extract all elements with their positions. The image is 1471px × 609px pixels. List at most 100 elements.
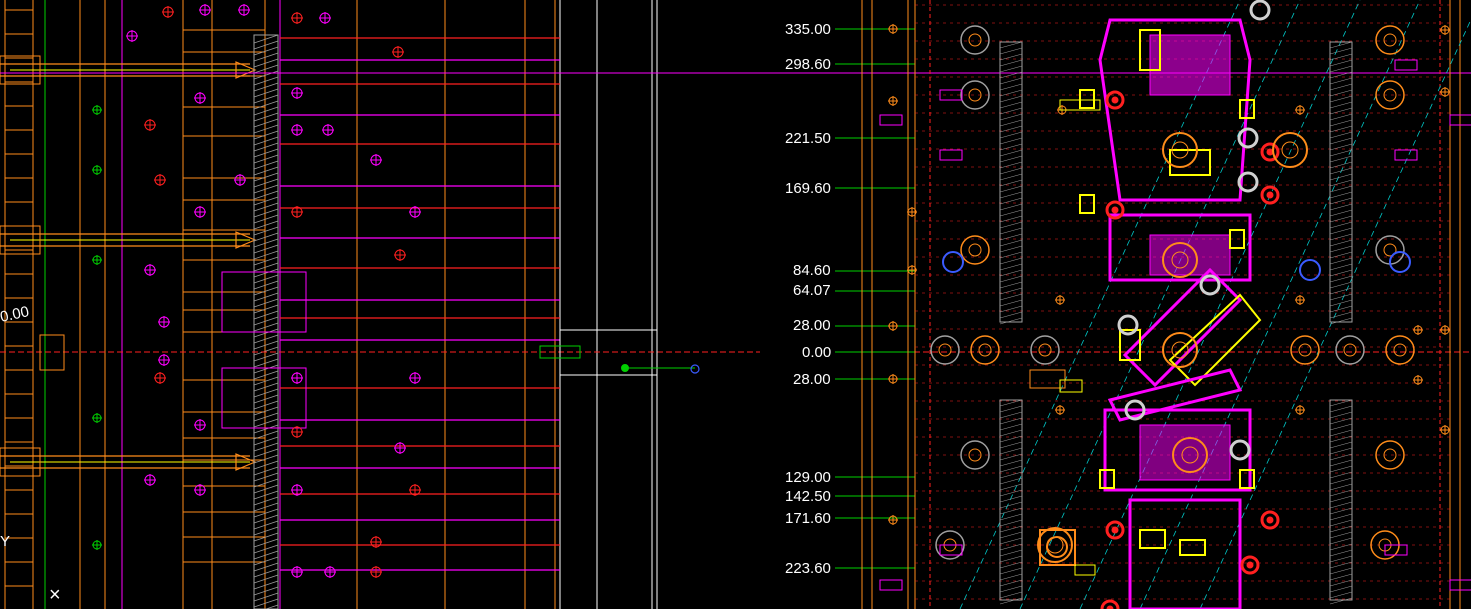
rail-hatch — [1329, 257, 1353, 265]
dimension-label[interactable]: 223.60 — [785, 560, 831, 577]
rail-hatch — [999, 203, 1023, 211]
dimension-label[interactable]: 335.00 — [785, 21, 831, 38]
red-pin — [1105, 90, 1125, 110]
hatch-line — [253, 598, 279, 608]
insert-block — [1139, 529, 1166, 549]
dimension-label[interactable]: 169.60 — [785, 180, 831, 197]
rail-hatch — [1329, 191, 1353, 199]
cavity-pocket — [221, 367, 307, 429]
dimension-label[interactable]: 0.00 — [802, 344, 832, 361]
hatch-line — [253, 322, 279, 332]
hatch-line — [253, 202, 279, 212]
rail-hatch — [1329, 95, 1353, 103]
rail-hatch — [999, 287, 1023, 295]
hatch-line — [253, 136, 279, 146]
hatch-line — [253, 364, 279, 374]
side-bushing-inner — [968, 88, 982, 102]
rail-hatch — [999, 233, 1023, 241]
rail-hatch — [999, 83, 1023, 91]
rail-hatch — [999, 311, 1023, 319]
pin-head — [0, 55, 41, 85]
side-bushing-inner — [1298, 343, 1312, 357]
side-bushing-inner — [1383, 33, 1397, 47]
rail-hatch — [999, 161, 1023, 169]
label-box — [1059, 99, 1101, 111]
rail-hatch — [1329, 305, 1353, 313]
dimension-label[interactable]: 64.07 — [793, 282, 831, 299]
guide-bushing — [1124, 399, 1146, 421]
rail-hatch — [999, 221, 1023, 229]
rail-hatch — [1329, 489, 1353, 497]
hatch-line — [253, 52, 279, 62]
part-tag — [1449, 579, 1471, 591]
label-box — [1059, 379, 1083, 393]
red-pin — [1240, 555, 1260, 575]
side-bushing — [935, 530, 965, 560]
rail-hatch — [999, 489, 1023, 497]
hatch-line — [253, 328, 279, 338]
rail-hatch — [999, 501, 1023, 509]
rail-hatch — [1329, 543, 1353, 551]
rail-hatch — [999, 119, 1023, 127]
rail-hatch — [999, 71, 1023, 79]
rail-hatch — [999, 495, 1023, 503]
rail-hatch — [999, 317, 1023, 325]
dimension-label[interactable]: 298.60 — [785, 56, 831, 73]
datum-box — [1029, 369, 1066, 389]
rail-hatch — [1329, 525, 1353, 533]
rail-hatch — [1329, 597, 1353, 605]
red-pin-center — [1111, 96, 1119, 104]
hatch-line — [253, 106, 279, 116]
rail-hatch — [999, 411, 1023, 419]
red-pin-center — [1266, 191, 1274, 199]
hatch-line — [253, 130, 279, 140]
guide-line — [1139, 0, 1421, 609]
cavity-fill — [1149, 234, 1231, 276]
rail-hatch — [999, 585, 1023, 593]
hatch-line — [253, 538, 279, 548]
guide-bushing — [1117, 314, 1139, 336]
hatch-line — [253, 376, 279, 386]
insert-block — [1119, 329, 1141, 361]
rail-hatch — [999, 567, 1023, 575]
dimension-label[interactable]: 142.50 — [785, 488, 831, 505]
part-tag — [939, 149, 963, 161]
hatch-line — [253, 100, 279, 110]
rail-hatch — [999, 531, 1023, 539]
rail-hatch — [999, 305, 1023, 313]
dimension-label[interactable]: 171.60 — [785, 510, 831, 527]
guide-line — [1199, 18, 1471, 609]
hatch-line — [253, 562, 279, 572]
hatch-line — [253, 304, 279, 314]
rail-hatch — [999, 179, 1023, 187]
rail-hatch — [999, 263, 1023, 271]
insert-block — [1079, 89, 1095, 109]
dimension-label[interactable]: 129.00 — [785, 469, 831, 486]
dimension-label[interactable]: 221.50 — [785, 130, 831, 147]
side-bushing-inner — [978, 343, 992, 357]
rail-hatch — [999, 483, 1023, 491]
rail-hatch — [1329, 173, 1353, 181]
hatch-line — [253, 280, 279, 290]
insert-block — [1099, 469, 1115, 489]
rail-hatch — [1329, 573, 1353, 581]
guide-line — [1079, 0, 1361, 609]
hatch-line — [253, 580, 279, 590]
dimension-label[interactable]: 28.00 — [793, 317, 831, 334]
rail-hatch — [999, 429, 1023, 437]
hatch-line — [253, 508, 279, 518]
side-bushing — [1385, 335, 1415, 365]
cavity-outline — [1098, 18, 1252, 202]
hatch-line — [253, 58, 279, 68]
hatch-line — [253, 568, 279, 578]
side-bushing — [970, 335, 1000, 365]
dimension-label[interactable]: 28.00 — [793, 371, 831, 388]
rail-hatch — [1329, 281, 1353, 289]
hatch-line — [253, 460, 279, 470]
rail-hatch — [999, 519, 1023, 527]
insert-block — [1229, 229, 1245, 249]
dimension-label[interactable]: 84.60 — [793, 262, 831, 279]
rail-hatch — [1329, 227, 1353, 235]
